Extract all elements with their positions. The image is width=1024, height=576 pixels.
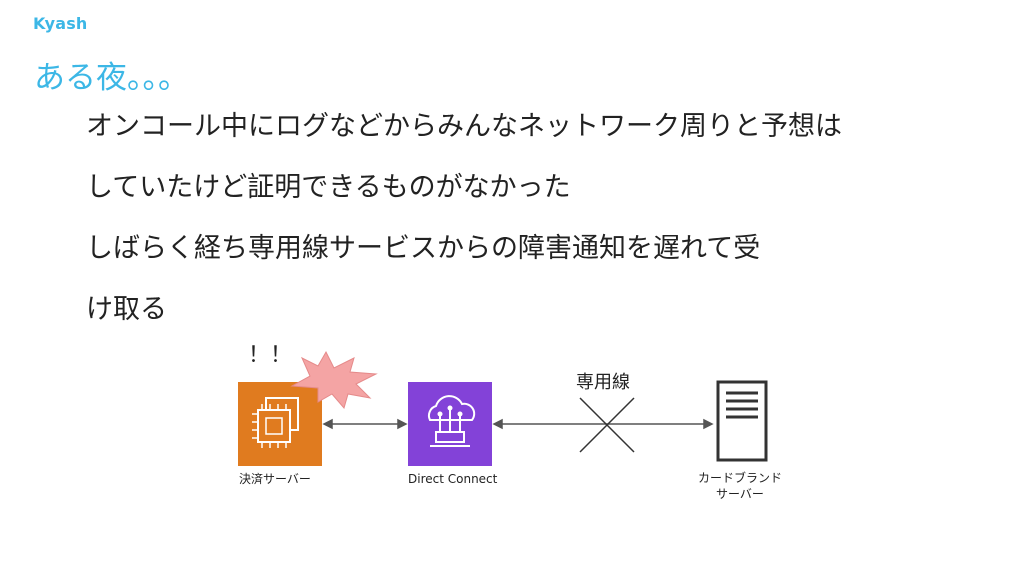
leased-line-label: 専用線 (576, 372, 630, 393)
server-rack-icon (716, 380, 768, 462)
slide-title: ある夜。。。 (34, 60, 189, 96)
ec2-chip-icon (238, 382, 322, 466)
exclaim-text: ！！ (248, 343, 292, 368)
cross-mark-icon (579, 397, 635, 453)
card-server-label-line1: カードブランド (698, 470, 782, 485)
payment-server-label: 決済サーバー (239, 471, 311, 486)
direct-connect-label: Direct Connect (408, 472, 498, 486)
body-line-2: していたけど証明できるものがなかった (86, 172, 571, 203)
brand-logo: Kyash (33, 14, 88, 33)
arrow-direct-connect-card-server (492, 418, 714, 430)
body-line-4: け取る (86, 294, 167, 325)
body-line-3: しばらく経ち専用線サービスからの障害通知を遅れて受 (86, 233, 761, 264)
explosion-burst-icon (290, 350, 378, 410)
card-server-label-line2: サーバー (716, 487, 764, 501)
arrow-ec2-direct-connect (322, 418, 408, 430)
direct-connect-icon (408, 382, 492, 466)
body-line-1: オンコール中にログなどからみんなネットワーク周りと予想は (86, 111, 842, 142)
